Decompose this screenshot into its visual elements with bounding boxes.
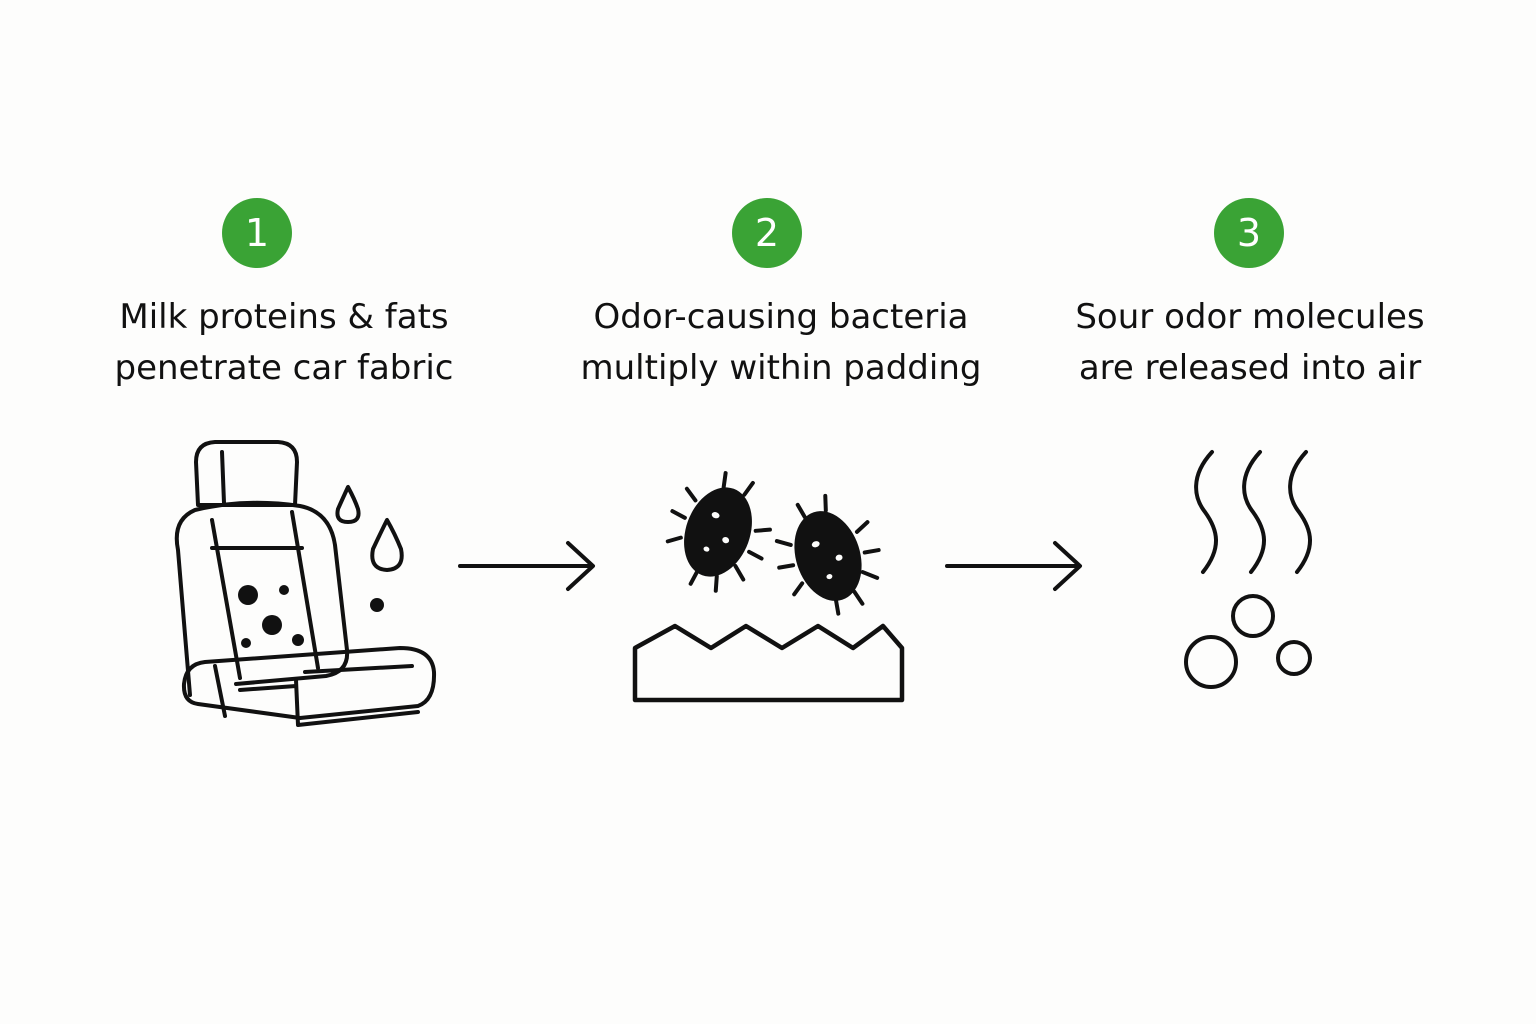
- step-1-badge: 1: [222, 198, 292, 268]
- odor-wave-icon: [1288, 450, 1312, 574]
- padding-foam-icon: [632, 623, 905, 703]
- step-1-caption-line-2: penetrate car fabric: [114, 348, 454, 388]
- step-2-caption: Odor-causing bacteria multiply within pa…: [561, 292, 1001, 394]
- step-1-caption-line-1: Milk proteins & fats: [119, 297, 449, 337]
- step-2-badge: 2: [732, 198, 802, 268]
- bacteria-padding-icon: [632, 471, 905, 703]
- car-seat-stain-icon: [174, 440, 437, 727]
- bacterium-icon: [774, 493, 881, 616]
- bacterium-icon: [665, 471, 772, 593]
- step-3-badge: 3: [1214, 198, 1284, 268]
- molecule-icon: [1184, 635, 1238, 689]
- step-3-caption: Sour odor molecules are released into ai…: [1030, 292, 1470, 394]
- arrow-right-icon: [945, 541, 1082, 591]
- odor-wave-icon: [1242, 450, 1266, 574]
- molecule-icon: [1276, 640, 1312, 676]
- odor-molecules-icon: [1184, 450, 1312, 689]
- odor-wave-icon: [1194, 450, 1218, 574]
- milk-stain-dots: [238, 585, 384, 648]
- step-1-caption: Milk proteins & fats penetrate car fabri…: [64, 292, 504, 394]
- step-3-caption-line-2: are released into air: [1078, 348, 1422, 388]
- arrow-right-icon: [458, 541, 595, 591]
- step-2-caption-line-2: multiply within padding: [580, 348, 982, 388]
- step-3-caption-line-1: Sour odor molecules: [1075, 297, 1425, 337]
- step-2-caption-line-1: Odor-causing bacteria: [593, 297, 969, 337]
- molecule-icon: [1231, 594, 1275, 638]
